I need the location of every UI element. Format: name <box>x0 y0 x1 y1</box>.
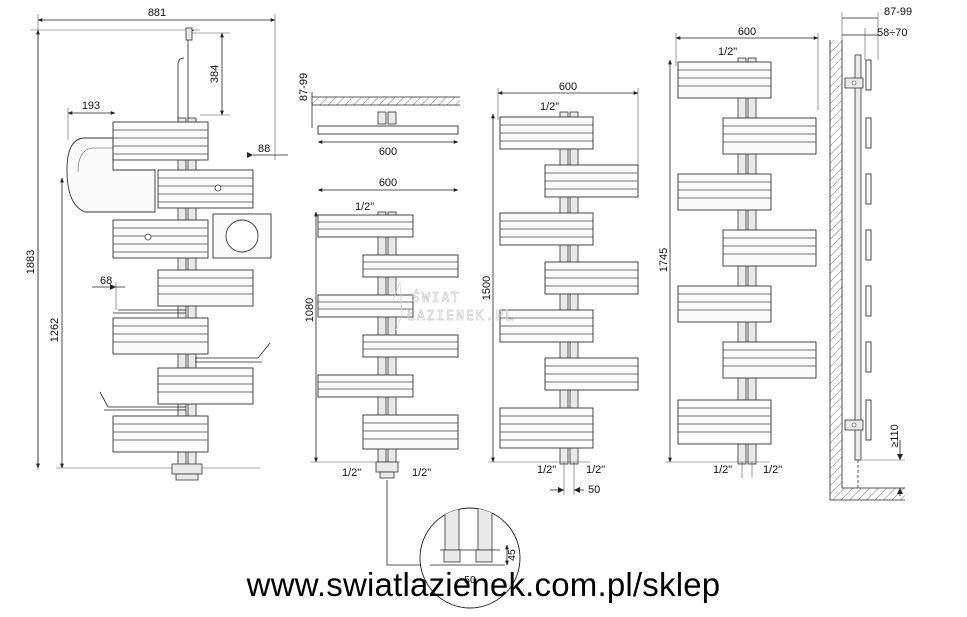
dim-shelf-width: 68 <box>100 275 112 287</box>
dim-side-gap: 87-99 <box>884 6 912 18</box>
dim-pipe-spacing: 50 <box>588 484 600 496</box>
watermark: ŚWIAT ŁAZIENEK.PL <box>392 281 515 331</box>
dim-top-width-3: 600 <box>559 81 577 93</box>
thread-label-7: 1/2" <box>718 46 737 58</box>
dim-depth: 88 <box>258 143 270 155</box>
thread-label-4: 1/2" <box>540 101 559 113</box>
thread-label-1: 1/2" <box>355 201 374 213</box>
thread-label-3: 1/2" <box>412 467 431 479</box>
valve-detail: 45 50 <box>419 507 521 609</box>
thread-label-9: 1/2" <box>763 464 782 476</box>
figure-1080: 600 87-99 600 1/2" 1080 1/ <box>298 73 521 609</box>
dim-overall-width: 881 <box>148 7 166 19</box>
figure-side-view: 87-99 58÷70 ≥110 <box>829 6 912 501</box>
dim-height-1745: 1745 <box>658 248 670 272</box>
thread-label-6: 1/2" <box>586 464 605 476</box>
thread-label-5: 1/2" <box>537 464 556 476</box>
dim-lower-height: 1262 <box>49 318 61 342</box>
dim-height-1500: 1500 <box>481 276 493 300</box>
dim-top-width-2: 600 <box>379 177 397 189</box>
dim-top-width-1: 600 <box>379 146 397 158</box>
dim-height-1080: 1080 <box>304 298 316 322</box>
radiator-panels-fig1 <box>99 121 272 453</box>
dim-side-depth: 58÷70 <box>877 27 908 39</box>
watermark-line2: ŁAZIENEK.PL <box>406 309 515 324</box>
dim-wall-gap: 87-99 <box>298 73 310 101</box>
dim-hanger-height: 384 <box>209 65 221 83</box>
thread-label-2: 1/2" <box>342 467 361 479</box>
radiator-panels-fig2 <box>317 214 459 450</box>
dim-detail-width: 50 <box>464 574 476 586</box>
dim-top-width-4: 600 <box>738 26 756 38</box>
figure-1500: 600 1/2" 1500 1/2" 1/2 <box>481 81 639 496</box>
watermark-line1: ŚWIAT <box>412 290 461 306</box>
dim-detail-height: 45 <box>506 549 518 561</box>
thread-label-8: 1/2" <box>713 464 732 476</box>
shop-url[interactable]: www.swiatlazienek.com.pl/sklep <box>246 566 721 603</box>
figure-full-radiator: 881 1883 1262 384 193 88 68 <box>25 7 288 481</box>
dim-floor-min: ≥110 <box>889 424 901 448</box>
dim-side-width: 193 <box>82 100 100 112</box>
dim-total-height: 1883 <box>25 250 37 274</box>
radiator-panels-fig3 <box>499 116 639 449</box>
figure-1745: 600 1/2" 1745 1/2" 1/2" <box>658 26 819 478</box>
radiator-panels-fig4 <box>677 61 817 445</box>
